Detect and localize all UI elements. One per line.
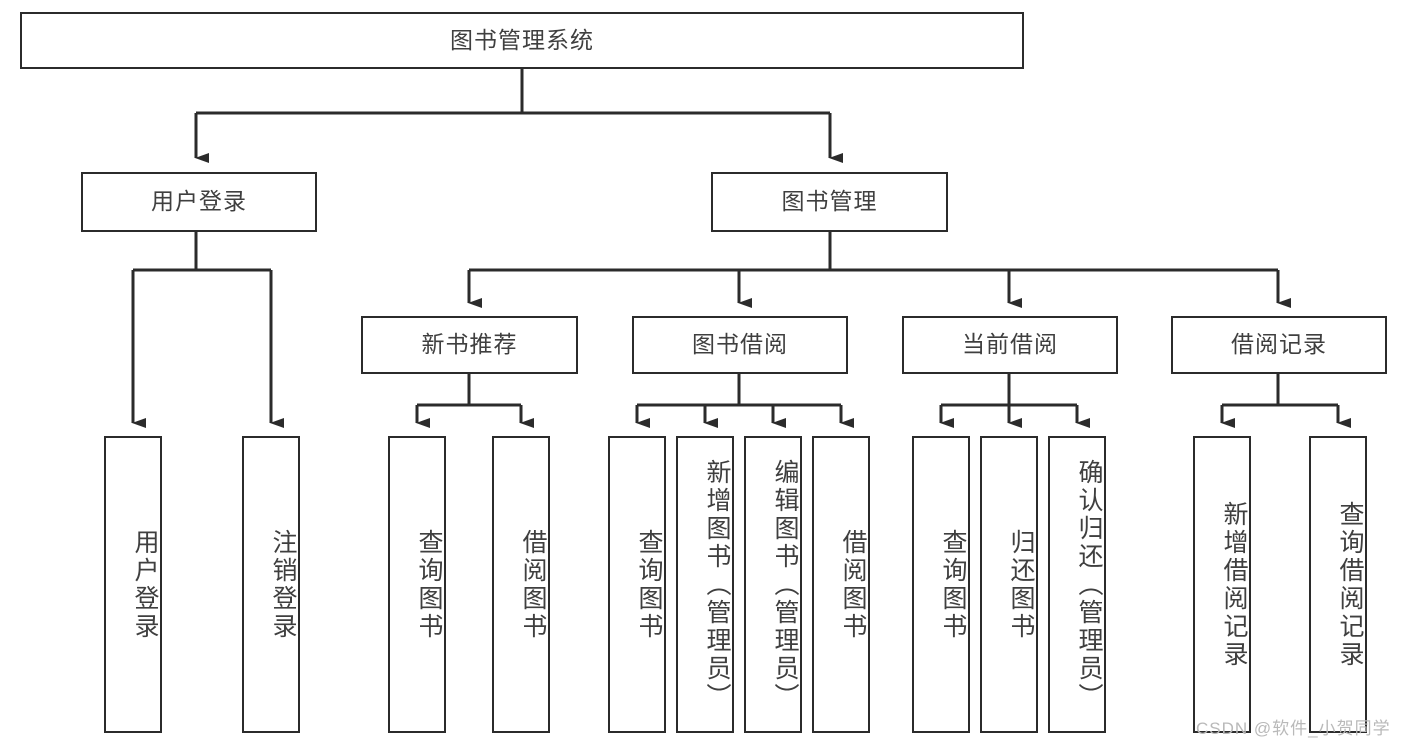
leaf-add-borrow-record[interactable]: 新增借阅记录 [1193, 436, 1251, 733]
leaf-add-book-admin[interactable]: 新增图书（管理员） [676, 436, 734, 733]
node-label: 新增借阅记录 [1220, 500, 1248, 669]
leaf-query-book-borrow[interactable]: 查询图书 [608, 436, 666, 733]
node-label: 查询借阅记录 [1336, 500, 1364, 669]
node-book-borrow[interactable]: 图书借阅 [632, 316, 848, 374]
node-label: 新增图书（管理员） [703, 458, 731, 711]
leaf-borrow-book-recommend[interactable]: 借阅图书 [492, 436, 550, 733]
node-label: 确认归还（管理员） [1075, 458, 1103, 711]
node-label: 注销登录 [269, 528, 297, 641]
node-new-book-recommend[interactable]: 新书推荐 [361, 316, 578, 374]
node-book-management[interactable]: 图书管理 [711, 172, 948, 232]
node-label: 用户登录 [151, 188, 247, 215]
leaf-user-login[interactable]: 用户登录 [104, 436, 162, 733]
node-label: 新书推荐 [421, 331, 518, 358]
node-label: 编辑图书（管理员） [771, 458, 799, 711]
node-user-login[interactable]: 用户登录 [81, 172, 317, 232]
leaf-confirm-return-admin[interactable]: 确认归还（管理员） [1048, 436, 1106, 733]
watermark-credit: CSDN @软件_小贺同学 [1196, 719, 1391, 738]
node-label: 图书管理系统 [450, 26, 594, 53]
node-label: 借阅记录 [1231, 331, 1327, 358]
node-label: 当前借阅 [962, 331, 1058, 358]
node-label: 借阅图书 [519, 528, 547, 641]
leaf-edit-book-admin[interactable]: 编辑图书（管理员） [744, 436, 802, 733]
leaf-logout[interactable]: 注销登录 [242, 436, 300, 733]
node-root-system[interactable]: 图书管理系统 [20, 12, 1024, 69]
node-current-borrow[interactable]: 当前借阅 [902, 316, 1118, 374]
node-label: 用户登录 [131, 528, 159, 641]
node-label: 查询图书 [635, 528, 663, 641]
node-label: 归还图书 [1007, 528, 1035, 641]
leaf-borrow-book[interactable]: 借阅图书 [812, 436, 870, 733]
node-label: 查询图书 [939, 528, 967, 641]
node-label: 查询图书 [415, 528, 443, 641]
node-label: 图书借阅 [692, 331, 788, 358]
leaf-return-book[interactable]: 归还图书 [980, 436, 1038, 733]
leaf-query-book-recommend[interactable]: 查询图书 [388, 436, 446, 733]
node-borrow-records[interactable]: 借阅记录 [1171, 316, 1387, 374]
leaf-query-borrow-record[interactable]: 查询借阅记录 [1309, 436, 1367, 733]
leaf-query-book-current[interactable]: 查询图书 [912, 436, 970, 733]
node-label: 图书管理 [781, 188, 878, 215]
node-label: 借阅图书 [839, 528, 867, 641]
